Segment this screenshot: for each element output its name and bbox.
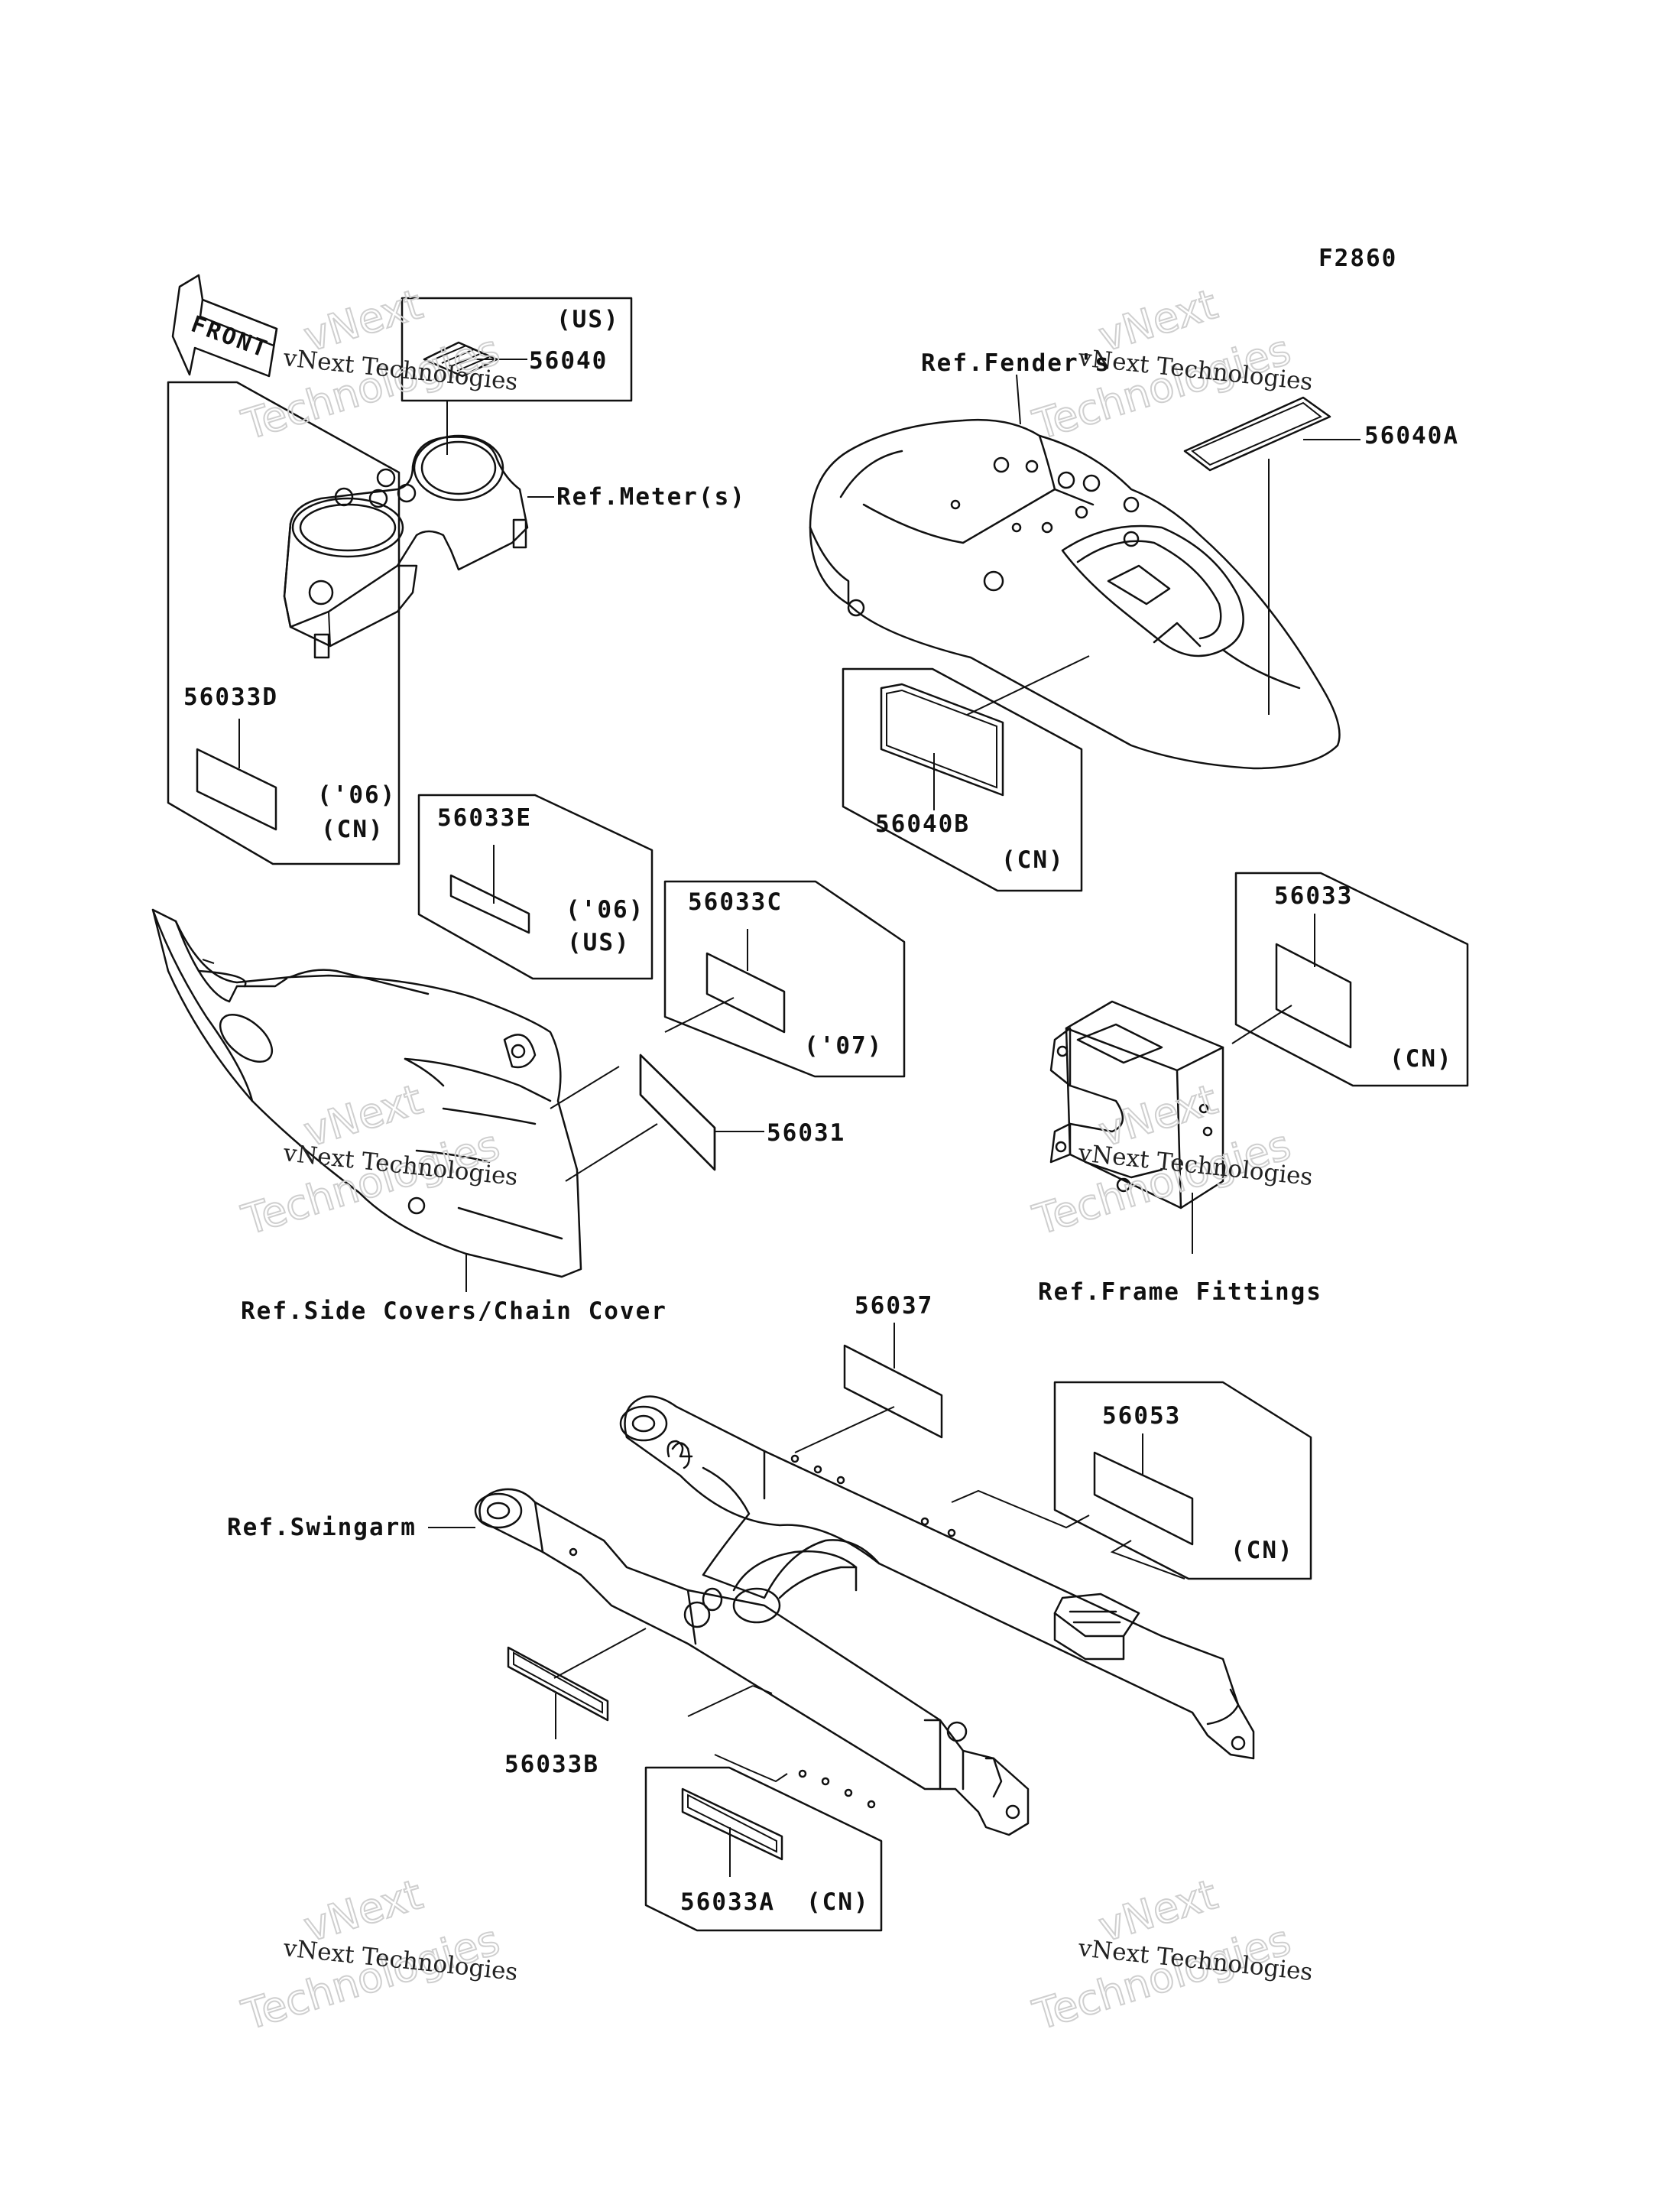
decal-56033-icon (1275, 943, 1352, 1049)
label-56033C: 56033C (688, 888, 783, 916)
label-box-56053 (1053, 1381, 1312, 1580)
label-56053: 56053 (1102, 1402, 1181, 1430)
label-56037: 56037 (855, 1292, 933, 1320)
watermark-mid-right: vNext Technologies vNext Technologies (1026, 1074, 1314, 1245)
label-box-56033 (1234, 872, 1469, 1087)
label-year-06-2: ('06) (566, 896, 644, 924)
label-box-56040 (401, 297, 633, 402)
swingarm-group (428, 1323, 1312, 1932)
label-year-06-1: ('06) (317, 781, 396, 809)
label-ref-fender: Ref.Fender's (921, 349, 1111, 377)
side-cover-icon (151, 908, 582, 1292)
label-cn-5: (CN) (806, 1888, 870, 1916)
decal-56040B-icon (880, 683, 1004, 797)
label-box-56033D (167, 381, 401, 865)
watermark-top-left: vNext Technologies vNext Technologies (235, 279, 519, 450)
decal-56033A-icon (681, 1787, 783, 1861)
decal-56037-icon (843, 1344, 943, 1439)
watermark-bottom-left: vNext Technologies vNext Technologies (235, 1869, 519, 2041)
front-arrow-icon: FRONT (171, 274, 278, 378)
label-56031: 56031 (767, 1119, 845, 1147)
decal-56033B-icon (507, 1646, 609, 1722)
label-ref-side-covers: Ref.Side Covers/Chain Cover (241, 1297, 667, 1325)
label-box-56033E (417, 794, 654, 980)
label-box-56033A (644, 1766, 883, 1932)
label-56033E: 56033E (437, 804, 532, 832)
front-label: FRONT (187, 311, 272, 364)
rear-fender-icon (809, 418, 1341, 770)
meter-housing-icon (283, 434, 554, 659)
meter-group (283, 297, 633, 659)
label-56033: 56033 (1274, 882, 1353, 910)
label-ref-swingarm: Ref.Swingarm (227, 1514, 417, 1541)
swingarm-icon (474, 1395, 1255, 1836)
label-cn-3: (CN) (1390, 1045, 1453, 1073)
decal-56033C-icon (705, 952, 786, 1034)
label-56040A: 56040A (1364, 422, 1459, 450)
figure-code: F2860 (1318, 245, 1397, 272)
decal-56031-icon (639, 1054, 716, 1171)
decal-56040A-icon (1183, 396, 1331, 472)
watermark-bottom-right: vNext Technologies vNext Technologies (1026, 1869, 1314, 2041)
decal-56053-icon (1093, 1451, 1194, 1546)
label-56033D: 56033D (183, 683, 278, 711)
label-cn-4: (CN) (1231, 1537, 1294, 1564)
fender-group (809, 374, 1361, 892)
label-56040: 56040 (529, 347, 608, 375)
label-56033A: 56033A (680, 1888, 775, 1916)
watermark-mid-left: vNext Technologies vNext Technologies (235, 1074, 519, 1245)
label-ref-frame-fittings: Ref.Frame Fittings (1038, 1278, 1322, 1306)
label-box-56040B (842, 667, 1083, 892)
label-56040B: 56040B (875, 810, 970, 838)
decal-56033E-icon (449, 874, 530, 934)
decal-56033D-icon (196, 748, 277, 831)
label-cn-1: (CN) (321, 816, 384, 843)
label-us-2: (US) (567, 929, 631, 956)
label-us-1: (US) (556, 306, 620, 333)
label-ref-meter: Ref.Meter(s) (556, 483, 746, 511)
label-56033B: 56033B (504, 1751, 599, 1778)
label-year-07: ('07) (804, 1032, 883, 1060)
label-cn-2: (CN) (1001, 846, 1065, 874)
frame-fitting-group (1049, 872, 1469, 1254)
bracket-icon (1049, 1000, 1224, 1209)
label-box-56033C (663, 880, 906, 1078)
